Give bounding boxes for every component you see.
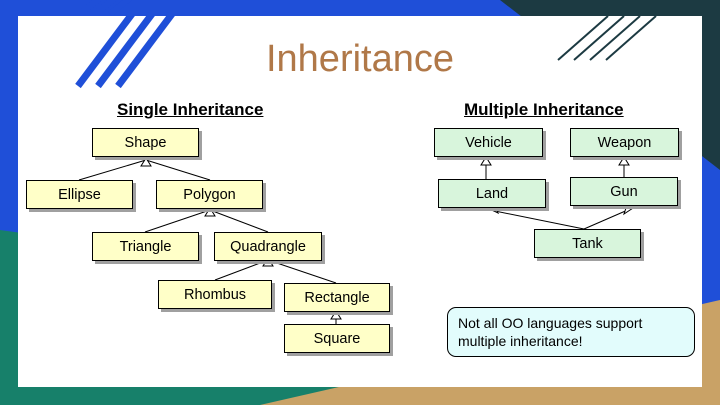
multiple-inheritance-heading: Multiple Inheritance: [464, 100, 624, 119]
class-box-tank: Tank: [534, 229, 641, 258]
class-box-triangle: Triangle: [92, 232, 199, 261]
callout-note: Not all OO languages support multiple in…: [447, 307, 695, 357]
class-box-rectangle: Rectangle: [284, 283, 390, 312]
class-box-gun: Gun: [570, 177, 678, 206]
class-box-vehicle: Vehicle: [434, 128, 543, 157]
class-box-polygon: Polygon: [156, 180, 263, 209]
class-box-shape: Shape: [92, 128, 199, 157]
class-box-weapon: Weapon: [570, 128, 679, 157]
single-inheritance-heading: Single Inheritance: [117, 100, 264, 119]
class-box-ellipse: Ellipse: [26, 180, 133, 209]
decorative-stripes-top-left: [78, 0, 133, 17]
decorative-lines: [75, 16, 657, 89]
class-box-square: Square: [284, 324, 390, 353]
class-box-quadrangle: Quadrangle: [214, 232, 322, 261]
slide-title: Inheritance: [265, 38, 454, 80]
class-box-land: Land: [438, 179, 546, 208]
class-box-rhombus: Rhombus: [158, 280, 272, 309]
